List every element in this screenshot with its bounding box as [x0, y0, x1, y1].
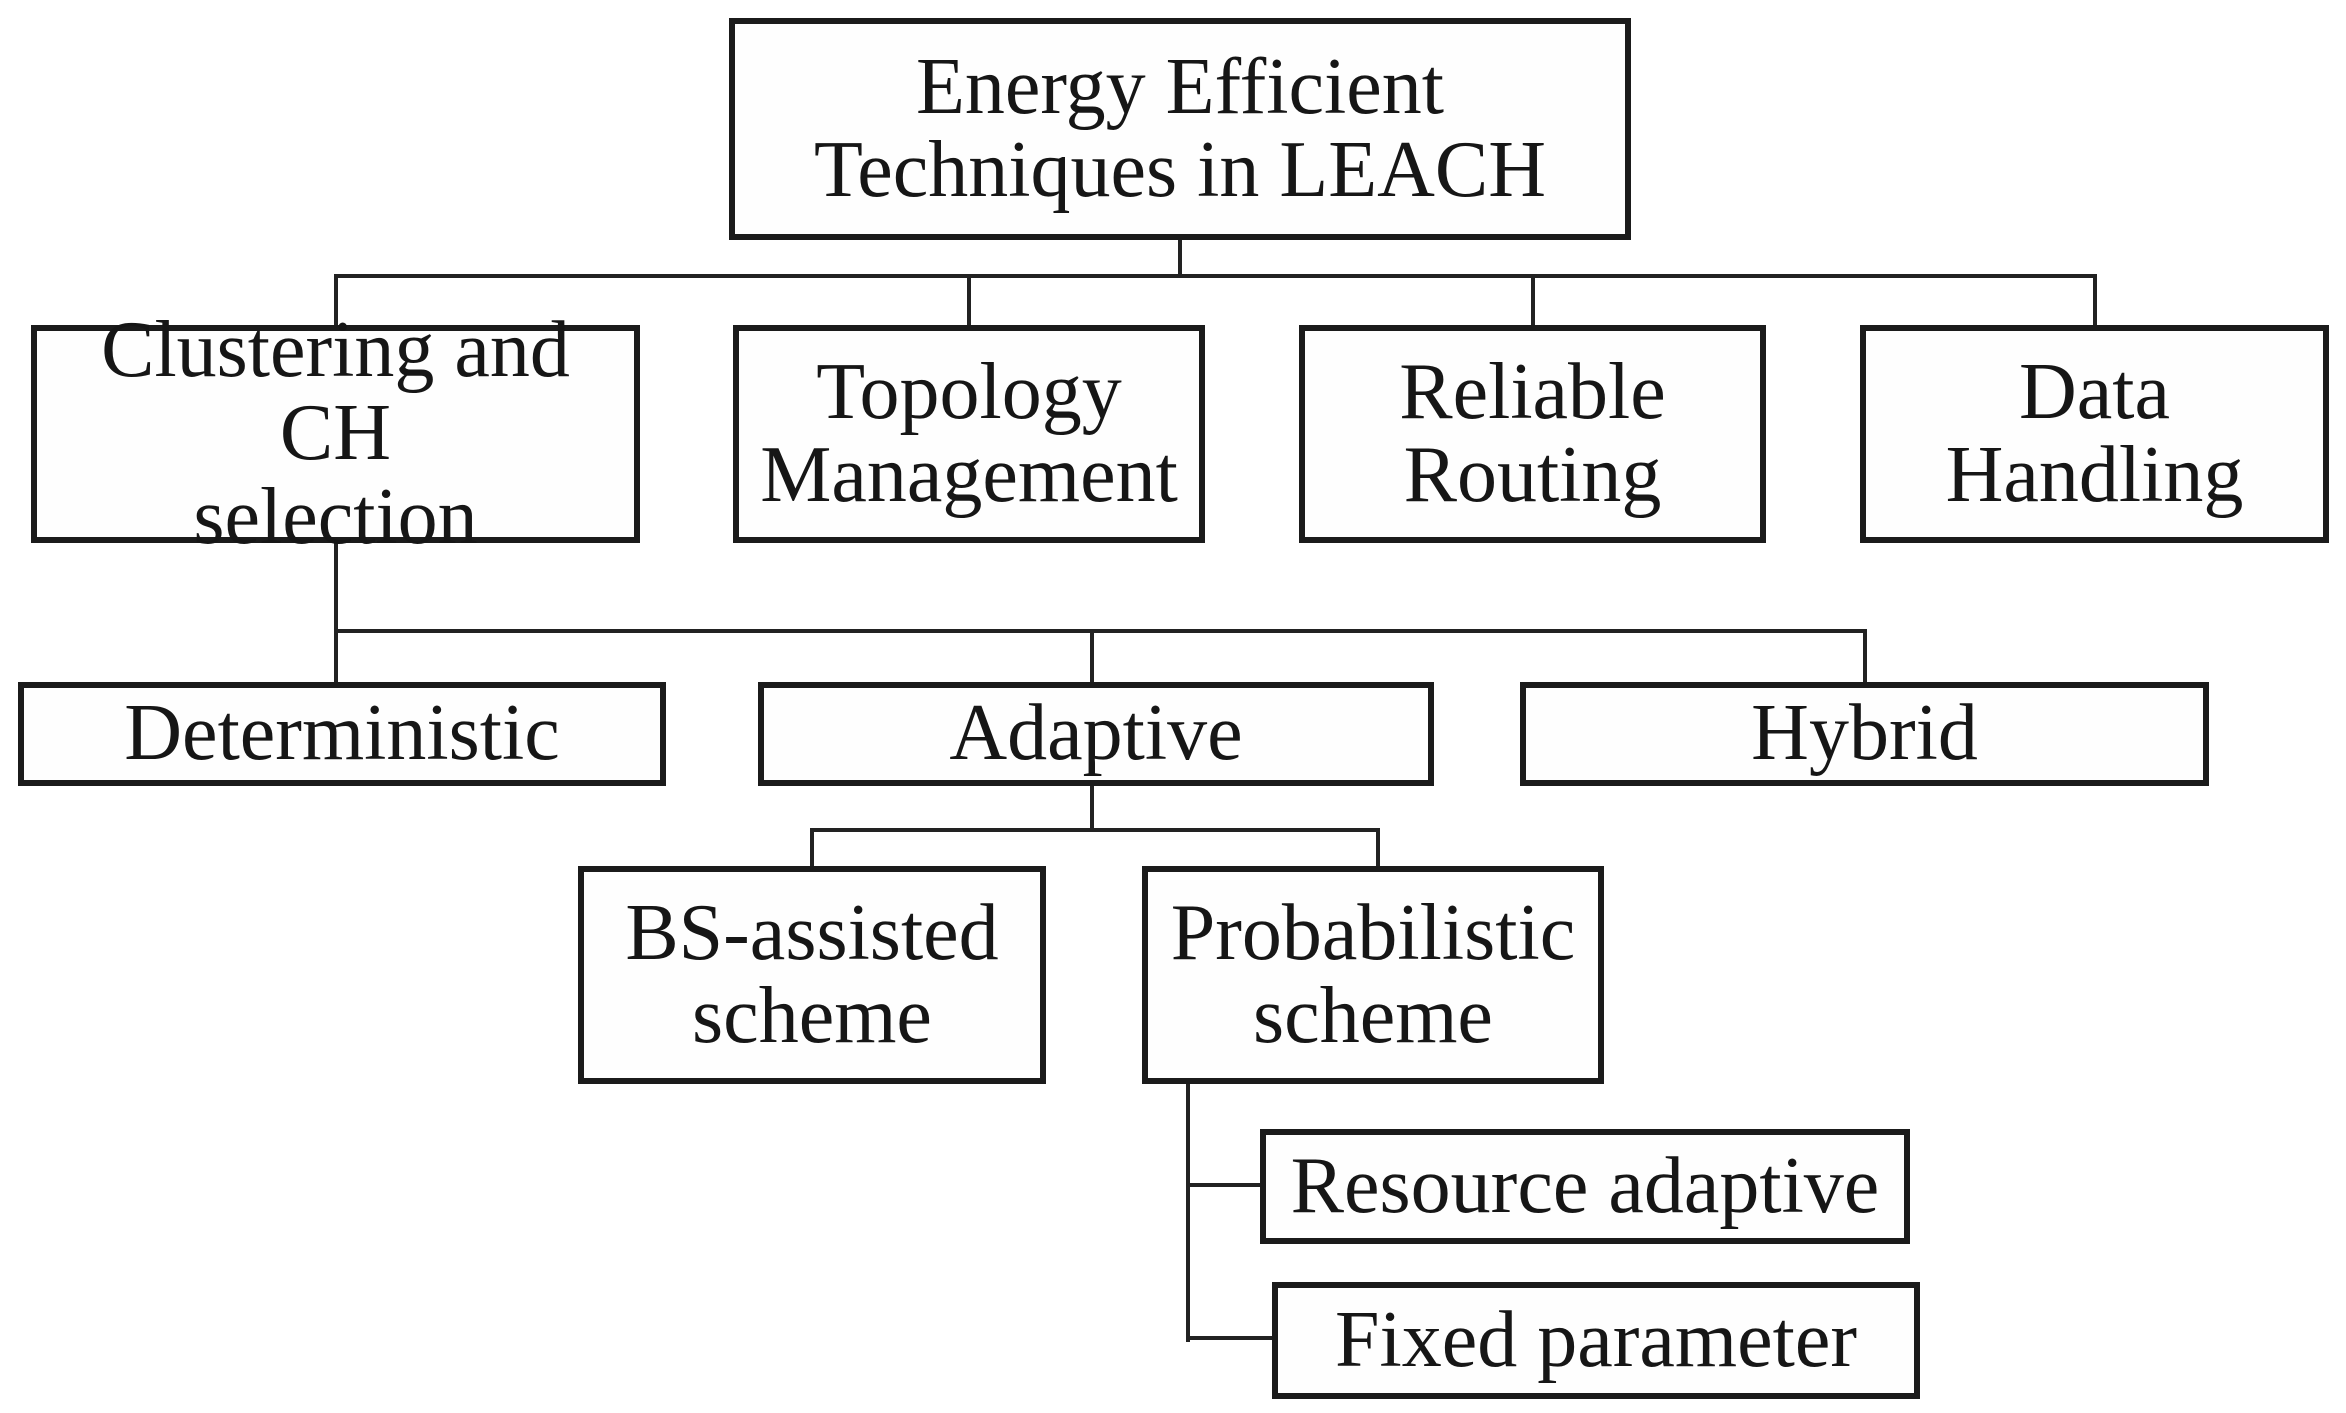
node-label-topology: Topology Management: [760, 347, 1178, 519]
node-label-probabilistic: Probabilistic scheme: [1170, 888, 1576, 1060]
connector-line: [1376, 830, 1380, 868]
node-reliable: Reliable Routing: [1299, 325, 1766, 543]
connector-line: [334, 541, 338, 633]
node-hybrid: Hybrid: [1520, 682, 2209, 786]
node-label-bs-assisted: BS-assisted scheme: [625, 888, 999, 1060]
connector-line: [334, 276, 338, 327]
connector-line: [1178, 238, 1182, 278]
node-label-deterministic: Deterministic: [124, 689, 560, 778]
node-label-hybrid: Hybrid: [1751, 689, 1978, 778]
connector-line: [1090, 784, 1094, 832]
node-data-handling: Data Handling: [1860, 325, 2329, 543]
connector-line: [810, 828, 1380, 832]
connector-line: [334, 629, 1867, 633]
node-label-reliable: Reliable Routing: [1399, 347, 1666, 519]
connector-line: [967, 276, 971, 327]
node-bs-assisted: BS-assisted scheme: [578, 866, 1046, 1084]
node-label-data-handling: Data Handling: [1945, 347, 2244, 519]
node-label-fixed: Fixed parameter: [1335, 1295, 1857, 1384]
node-clustering: Clustering and CH selection: [31, 309, 640, 558]
node-label-clustering: Clustering and CH selection: [101, 306, 570, 561]
node-fixed: Fixed parameter: [1272, 1282, 1920, 1399]
connector-line: [2093, 276, 2097, 327]
connector-line: [334, 274, 2097, 278]
node-resource: Resource adaptive: [1260, 1129, 1910, 1244]
connector-line: [1186, 1183, 1264, 1187]
connector-line: [1186, 1082, 1190, 1342]
connector-line: [334, 631, 338, 684]
node-topology: Topology Management: [733, 325, 1205, 543]
node-adaptive: Adaptive: [758, 682, 1434, 786]
connector-line: [1863, 631, 1867, 684]
connector-line: [810, 830, 814, 868]
node-label-root: Energy Efficient Techniques in LEACH: [813, 42, 1547, 214]
node-label-adaptive: Adaptive: [949, 689, 1243, 778]
connector-line: [1090, 631, 1094, 684]
node-root: Energy Efficient Techniques in LEACH: [729, 18, 1631, 240]
connector-line: [1531, 276, 1535, 327]
node-deterministic: Deterministic: [18, 682, 666, 786]
connector-line: [1186, 1336, 1276, 1340]
node-label-resource: Resource adaptive: [1290, 1141, 1880, 1230]
node-probabilistic: Probabilistic scheme: [1142, 866, 1604, 1084]
